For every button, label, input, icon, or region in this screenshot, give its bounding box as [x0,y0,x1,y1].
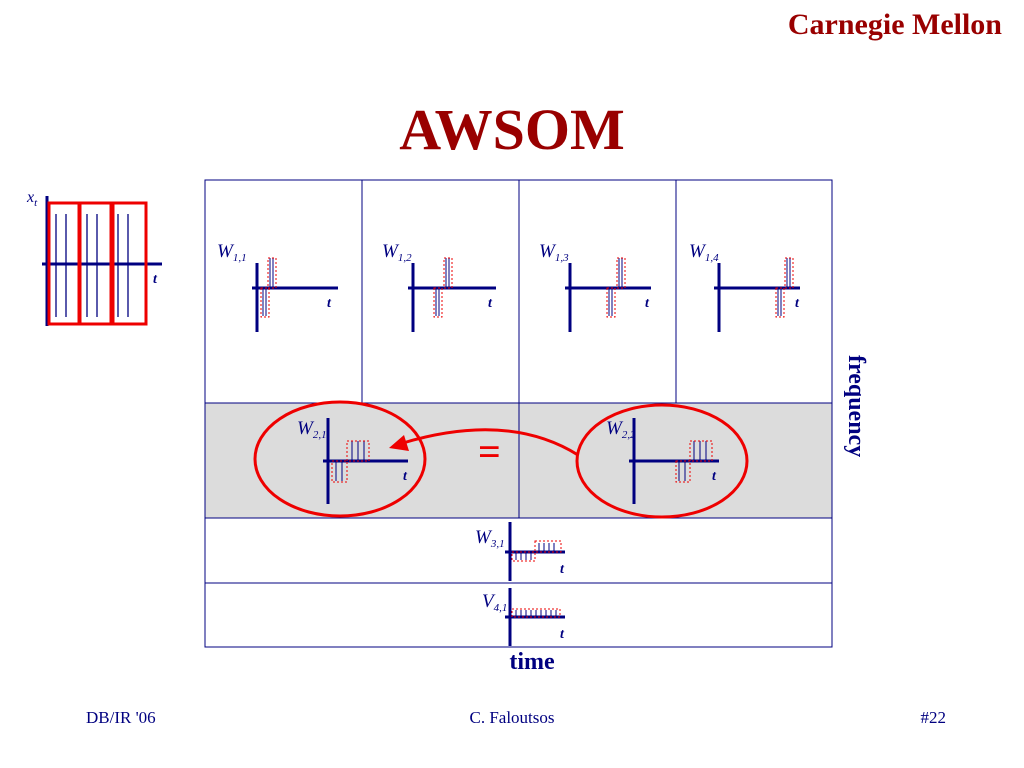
t-label-w22: t [712,469,716,484]
plot-w31 [505,522,565,581]
footer-author: C. Faloutsos [469,708,555,727]
label-v41: V4,1 [482,591,508,614]
window-box-3 [111,201,148,326]
label-w12: W1,2 [382,241,412,264]
footer-venue: DB/IR '06 [86,708,156,727]
label-w31: W3,1 [475,527,505,550]
label-w14: W1,4 [689,241,719,264]
input-signal-plot [42,196,162,326]
plot-v41 [505,588,565,646]
plot-w13 [565,257,651,332]
brand-logo-text: Carnegie Mellon [787,8,1002,41]
slide-title: AWSOM [399,97,625,162]
label-w13: W1,3 [539,241,569,264]
frequency-axis-label: frequency [843,355,869,458]
t-label-w21: t [403,469,407,484]
t-label-w13: t [645,296,649,311]
plot-w14 [714,257,800,332]
arrow-head [389,435,409,451]
highlight-ellipse-w22 [575,403,749,519]
t-label-w12: t [488,296,492,311]
label-w21: W2,1 [297,418,327,441]
signal-label: xt [27,189,38,209]
t-label-v41: t [560,627,564,642]
signal-t-label: t [153,272,157,287]
plot-w21 [323,418,408,504]
plot-w12 [408,257,496,332]
label-w22: W2,2 [606,418,636,441]
t-label-w31: t [560,562,564,577]
t-label-w14: t [795,296,799,311]
time-axis-label: time [509,649,555,675]
label-w11: W1,1 [217,241,247,264]
arrow-line [402,428,579,457]
t-label-w11: t [327,296,331,311]
footer-slide-number: #22 [920,708,947,727]
highlight-ellipse-w21 [253,400,427,518]
plot-w22 [629,418,719,504]
plot-w11 [252,257,338,332]
equals-sign: = [478,429,501,474]
window-box-2 [78,201,113,326]
